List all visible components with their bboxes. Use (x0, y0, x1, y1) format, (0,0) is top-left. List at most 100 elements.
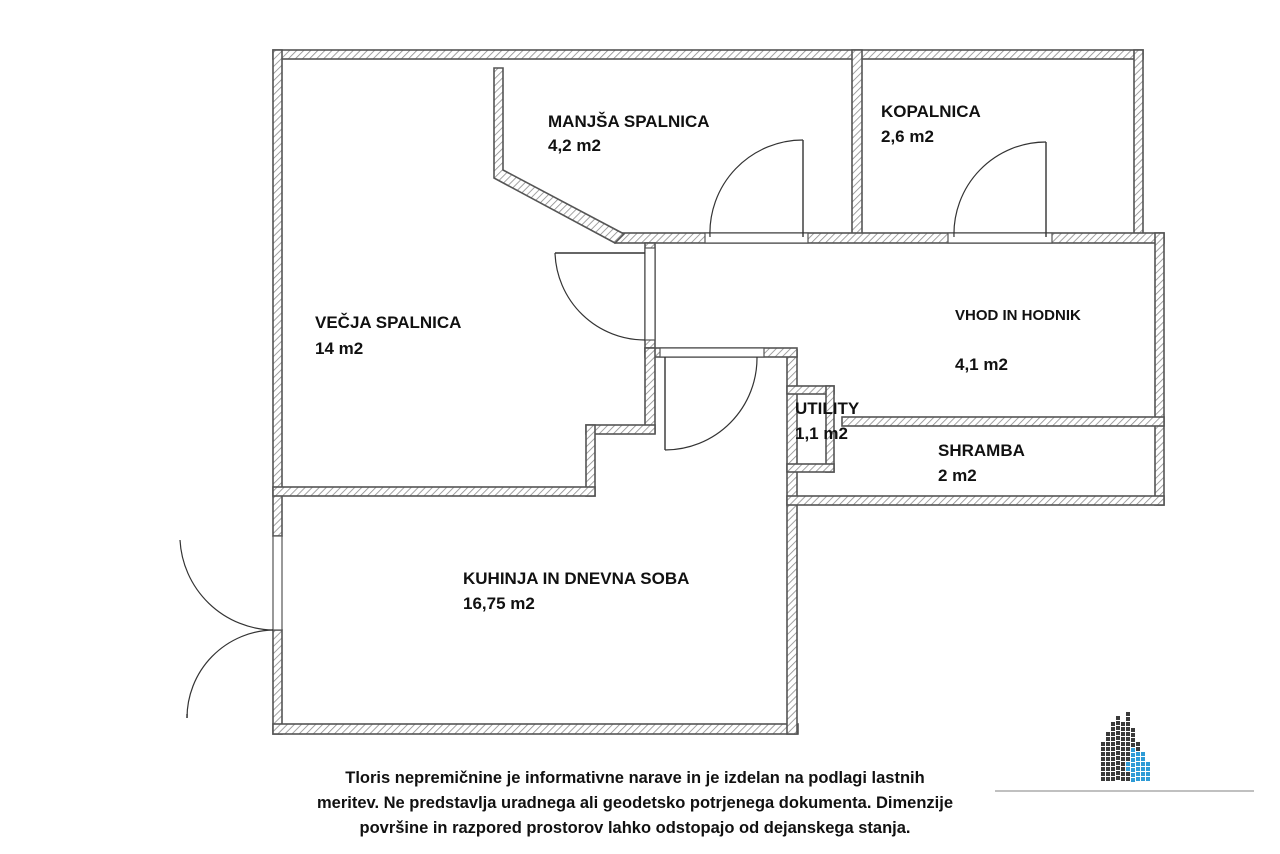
logo-block (1126, 732, 1130, 736)
logo-block (1126, 742, 1130, 746)
wall-step-horizontal (585, 424, 656, 435)
logo-block (1126, 762, 1130, 766)
logo-block (1116, 736, 1120, 740)
label-large-bedroom-area: 14 m2 (315, 339, 363, 358)
logo-block (1116, 721, 1120, 725)
logo-block (1116, 731, 1120, 735)
logo-block (1131, 743, 1135, 747)
logo-block (1106, 742, 1110, 746)
opening-hall-door (644, 247, 656, 341)
logo-block (1126, 757, 1130, 761)
logo-block (1121, 762, 1125, 766)
logo-block (1121, 752, 1125, 756)
logo-block (1131, 773, 1135, 777)
label-small-bedroom-name: MANJŠA SPALNICA (548, 112, 710, 131)
wall-top (272, 49, 1144, 60)
logo-block (1131, 733, 1135, 737)
logo-block (1111, 742, 1115, 746)
door-kitchen (664, 356, 758, 451)
logo-block (1136, 742, 1140, 746)
company-logo (995, 712, 1254, 792)
wall-hall-right (1154, 232, 1165, 506)
logo-block (1121, 722, 1125, 726)
wall-hall-storage (841, 416, 1165, 427)
label-large-bedroom-name: VEČJA SPALNICA (315, 313, 461, 332)
logo-block (1141, 767, 1145, 771)
logo-block (1101, 767, 1105, 771)
logo-block (1111, 767, 1115, 771)
label-hall-name: VHOD IN HODNIK (955, 307, 1081, 324)
logo-block (1146, 777, 1150, 781)
logo-block (1131, 738, 1135, 742)
opening-bathroom-door (947, 232, 1053, 244)
logo-block (1106, 732, 1110, 736)
logo-block (1136, 747, 1140, 751)
logo-block (1126, 717, 1130, 721)
logo-block (1116, 746, 1120, 750)
label-bathroom-area: 2,6 m2 (881, 127, 934, 146)
logo-block (1136, 752, 1140, 756)
label-small-bedroom-area: 4,2 m2 (548, 136, 601, 155)
logo-block (1106, 752, 1110, 756)
logo-block (1131, 768, 1135, 772)
logo-block (1121, 767, 1125, 771)
logo-block (1126, 767, 1130, 771)
logo-block (1106, 777, 1110, 781)
logo-block (1131, 778, 1135, 782)
label-hall-area: 4,1 m2 (955, 355, 1008, 374)
wall-hall-top (614, 232, 1165, 244)
logo-block (1146, 772, 1150, 776)
openings (272, 232, 1053, 631)
logo-block (1126, 712, 1130, 716)
logo-block (1116, 751, 1120, 755)
disclaimer-line-3: površine in razpored prostorov lahko ods… (359, 819, 911, 837)
wall-storage-bottom (786, 495, 1165, 506)
logo-block (1121, 737, 1125, 741)
logo-block (1106, 737, 1110, 741)
logo-block (1121, 747, 1125, 751)
logo-block (1126, 752, 1130, 756)
wall-bathroom-right (1133, 49, 1144, 243)
logo-block (1136, 767, 1140, 771)
logo-block (1111, 747, 1115, 751)
logo-block (1116, 761, 1120, 765)
logo-block (1126, 727, 1130, 731)
logo-block (1101, 747, 1105, 751)
wall-left-lower (272, 629, 283, 735)
logo-block (1101, 762, 1105, 766)
label-kitchen-name: KUHINJA IN DNEVNA SOBA (463, 569, 689, 588)
logo-block (1121, 727, 1125, 731)
logo-block (1136, 772, 1140, 776)
logo-block (1116, 741, 1120, 745)
wall-small-bedroom-diagonal (493, 67, 626, 244)
logo-block (1141, 762, 1145, 766)
logo-block (1106, 772, 1110, 776)
logo-block (1101, 757, 1105, 761)
label-storage-name: SHRAMBA (938, 441, 1025, 460)
logo-block (1106, 747, 1110, 751)
wall-utility-bottom (786, 463, 835, 473)
logo-block (1101, 777, 1105, 781)
logo-block (1121, 772, 1125, 776)
logo-block (1101, 742, 1105, 746)
logo-block (1111, 757, 1115, 761)
logo-block (1121, 732, 1125, 736)
logo-block (1136, 762, 1140, 766)
logo-block (1106, 757, 1110, 761)
label-bathroom-name: KOPALNICA (881, 102, 981, 121)
opening-entrance (272, 535, 283, 631)
door-bathroom (953, 141, 1047, 238)
logo-block (1111, 762, 1115, 766)
door-small-bedroom (709, 139, 804, 238)
logo-block (1131, 758, 1135, 762)
logo-block (1116, 726, 1120, 730)
logo-block (1111, 732, 1115, 736)
label-utility-name: UTILITY (795, 399, 860, 418)
logo-block (1101, 772, 1105, 776)
logo-block (1126, 777, 1130, 781)
logo-block (1121, 742, 1125, 746)
logo-block (1101, 752, 1105, 756)
logo-block (1121, 757, 1125, 761)
logo-block (1141, 757, 1145, 761)
